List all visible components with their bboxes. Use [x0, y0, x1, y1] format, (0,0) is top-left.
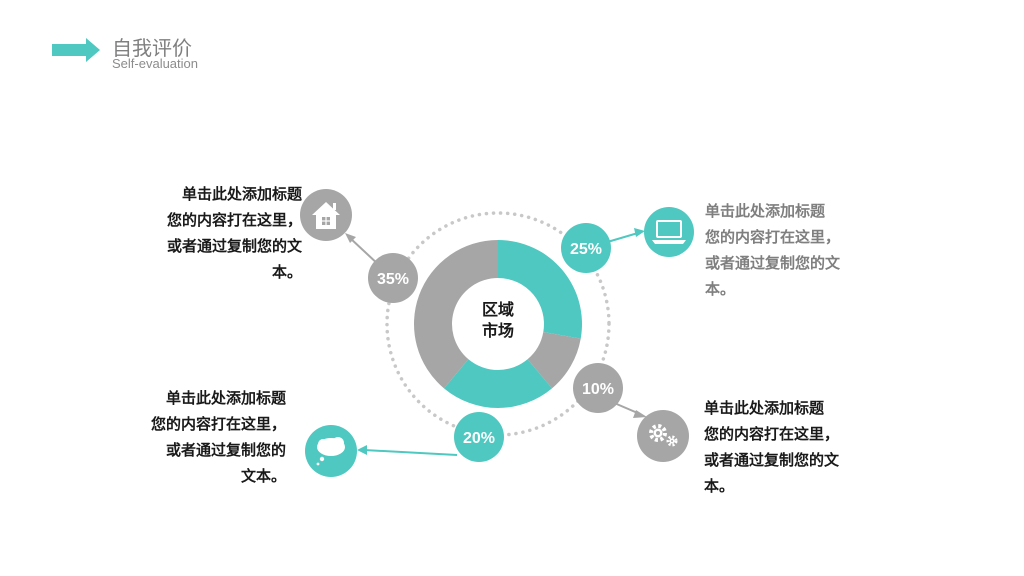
dotted-ring: [385, 211, 611, 437]
connector-bottom-left: [357, 445, 458, 456]
callout-top-left-line-4: 本。: [271, 264, 302, 281]
callout-top-right: 单击此处添加标题 您的内容打在这里， 或者通过复制您的文 本。: [705, 199, 840, 303]
callout-top-right-line-3: 或者通过复制您的文: [705, 255, 841, 272]
callout-bottom-left-line-2: 您的内容打在这里，: [150, 416, 286, 433]
connector-bottom-right: [611, 401, 647, 418]
donut-slice-10: [527, 331, 581, 389]
callout-bottom-right-line-2: 您的内容打在这里，: [704, 426, 840, 443]
slice-label-25: 25%: [570, 241, 602, 258]
donut-slice-20: [444, 359, 552, 409]
callout-bottom-right: 单击此处添加标题 您的内容打在这里， 或者通过复制您的文 本。: [704, 396, 839, 500]
donut-slice-25: [498, 240, 582, 339]
slice-label-35: 35%: [377, 271, 409, 288]
donut-slice-35: [414, 240, 498, 389]
connector-top-right: [603, 228, 645, 244]
page-subtitle: Self-evaluation: [112, 56, 198, 71]
callout-bottom-left-line-3: 或者通过复制您的: [165, 442, 286, 459]
center-label-line-2: 市场: [482, 321, 514, 340]
laptop-icon: [644, 207, 694, 257]
slice-label-20: 20%: [463, 430, 495, 447]
gears-icon: [637, 410, 689, 462]
home-icon: [300, 189, 352, 241]
callout-bottom-right-title: 单击此处添加标题: [704, 400, 825, 417]
slice-label-10: 10%: [582, 381, 614, 398]
callout-bottom-right-line-4: 本。: [704, 478, 735, 495]
callout-top-left-title: 单击此处添加标题: [181, 186, 302, 203]
badge-35-circle: [368, 253, 418, 303]
callout-bottom-right-line-3: 或者通过复制您的文: [704, 452, 840, 469]
badge-20-circle: [454, 412, 504, 462]
badge-25-circle: [561, 223, 611, 273]
callout-top-left-line-2: 您的内容打在这里，: [166, 212, 302, 229]
callout-top-right-title: 单击此处添加标题: [705, 203, 826, 220]
speech-bubble-icon: [305, 425, 357, 477]
callout-top-left: 单击此处添加标题 您的内容打在这里， 或者通过复制您的文 本。: [167, 182, 302, 286]
callout-top-right-line-2: 您的内容打在这里，: [705, 229, 841, 246]
callout-bottom-left-title: 单击此处添加标题: [165, 390, 286, 407]
center-label-line-1: 区域: [482, 300, 514, 319]
callout-bottom-left: 单击此处添加标题 您的内容打在这里， 或者通过复制您的 文本。: [151, 386, 286, 490]
callout-top-right-line-4: 本。: [705, 281, 736, 298]
header-arrow-icon: [52, 38, 100, 62]
page-title: 自我评价: [112, 38, 192, 60]
callout-bottom-left-line-4: 文本。: [240, 468, 286, 485]
badge-10-circle: [573, 363, 623, 413]
callout-top-left-line-3: 或者通过复制您的文: [166, 238, 302, 255]
